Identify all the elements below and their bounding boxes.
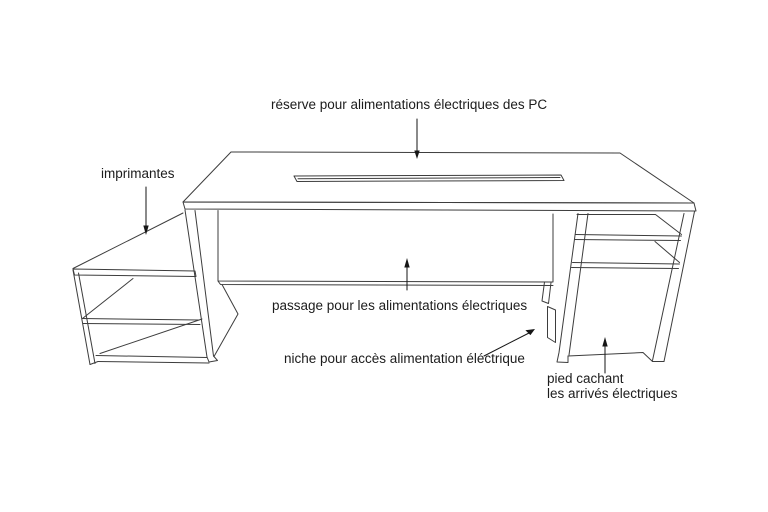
arrow-pied [602,337,608,374]
label-pied-cachant: pied cachant les arrivés électriques [547,371,678,401]
label-pied-cachant-line1: pied cachant [547,371,624,386]
niche-opening [547,306,556,343]
arrow-passage [404,258,410,291]
label-reserve-alimentations: réserve pour alimentations électriques d… [271,97,548,112]
label-imprimantes: imprimantes [101,166,175,181]
printer-stand [72,212,210,365]
cable-slot [293,174,565,182]
modesty-panel [217,210,554,286]
desk-top [182,151,697,212]
right-pedestal [541,211,695,363]
desk-left-leg [184,209,239,363]
arrow-imprimantes [143,186,149,235]
arrow-niche [483,329,535,357]
label-pied-cachant-line2: les arrivés électriques [547,386,678,401]
arrow-reserve [414,118,420,159]
label-niche-acces: niche pour accès alimentation éléctrique [284,351,525,366]
label-passage-alimentations: passage pour les alimentations électriqu… [272,298,528,313]
